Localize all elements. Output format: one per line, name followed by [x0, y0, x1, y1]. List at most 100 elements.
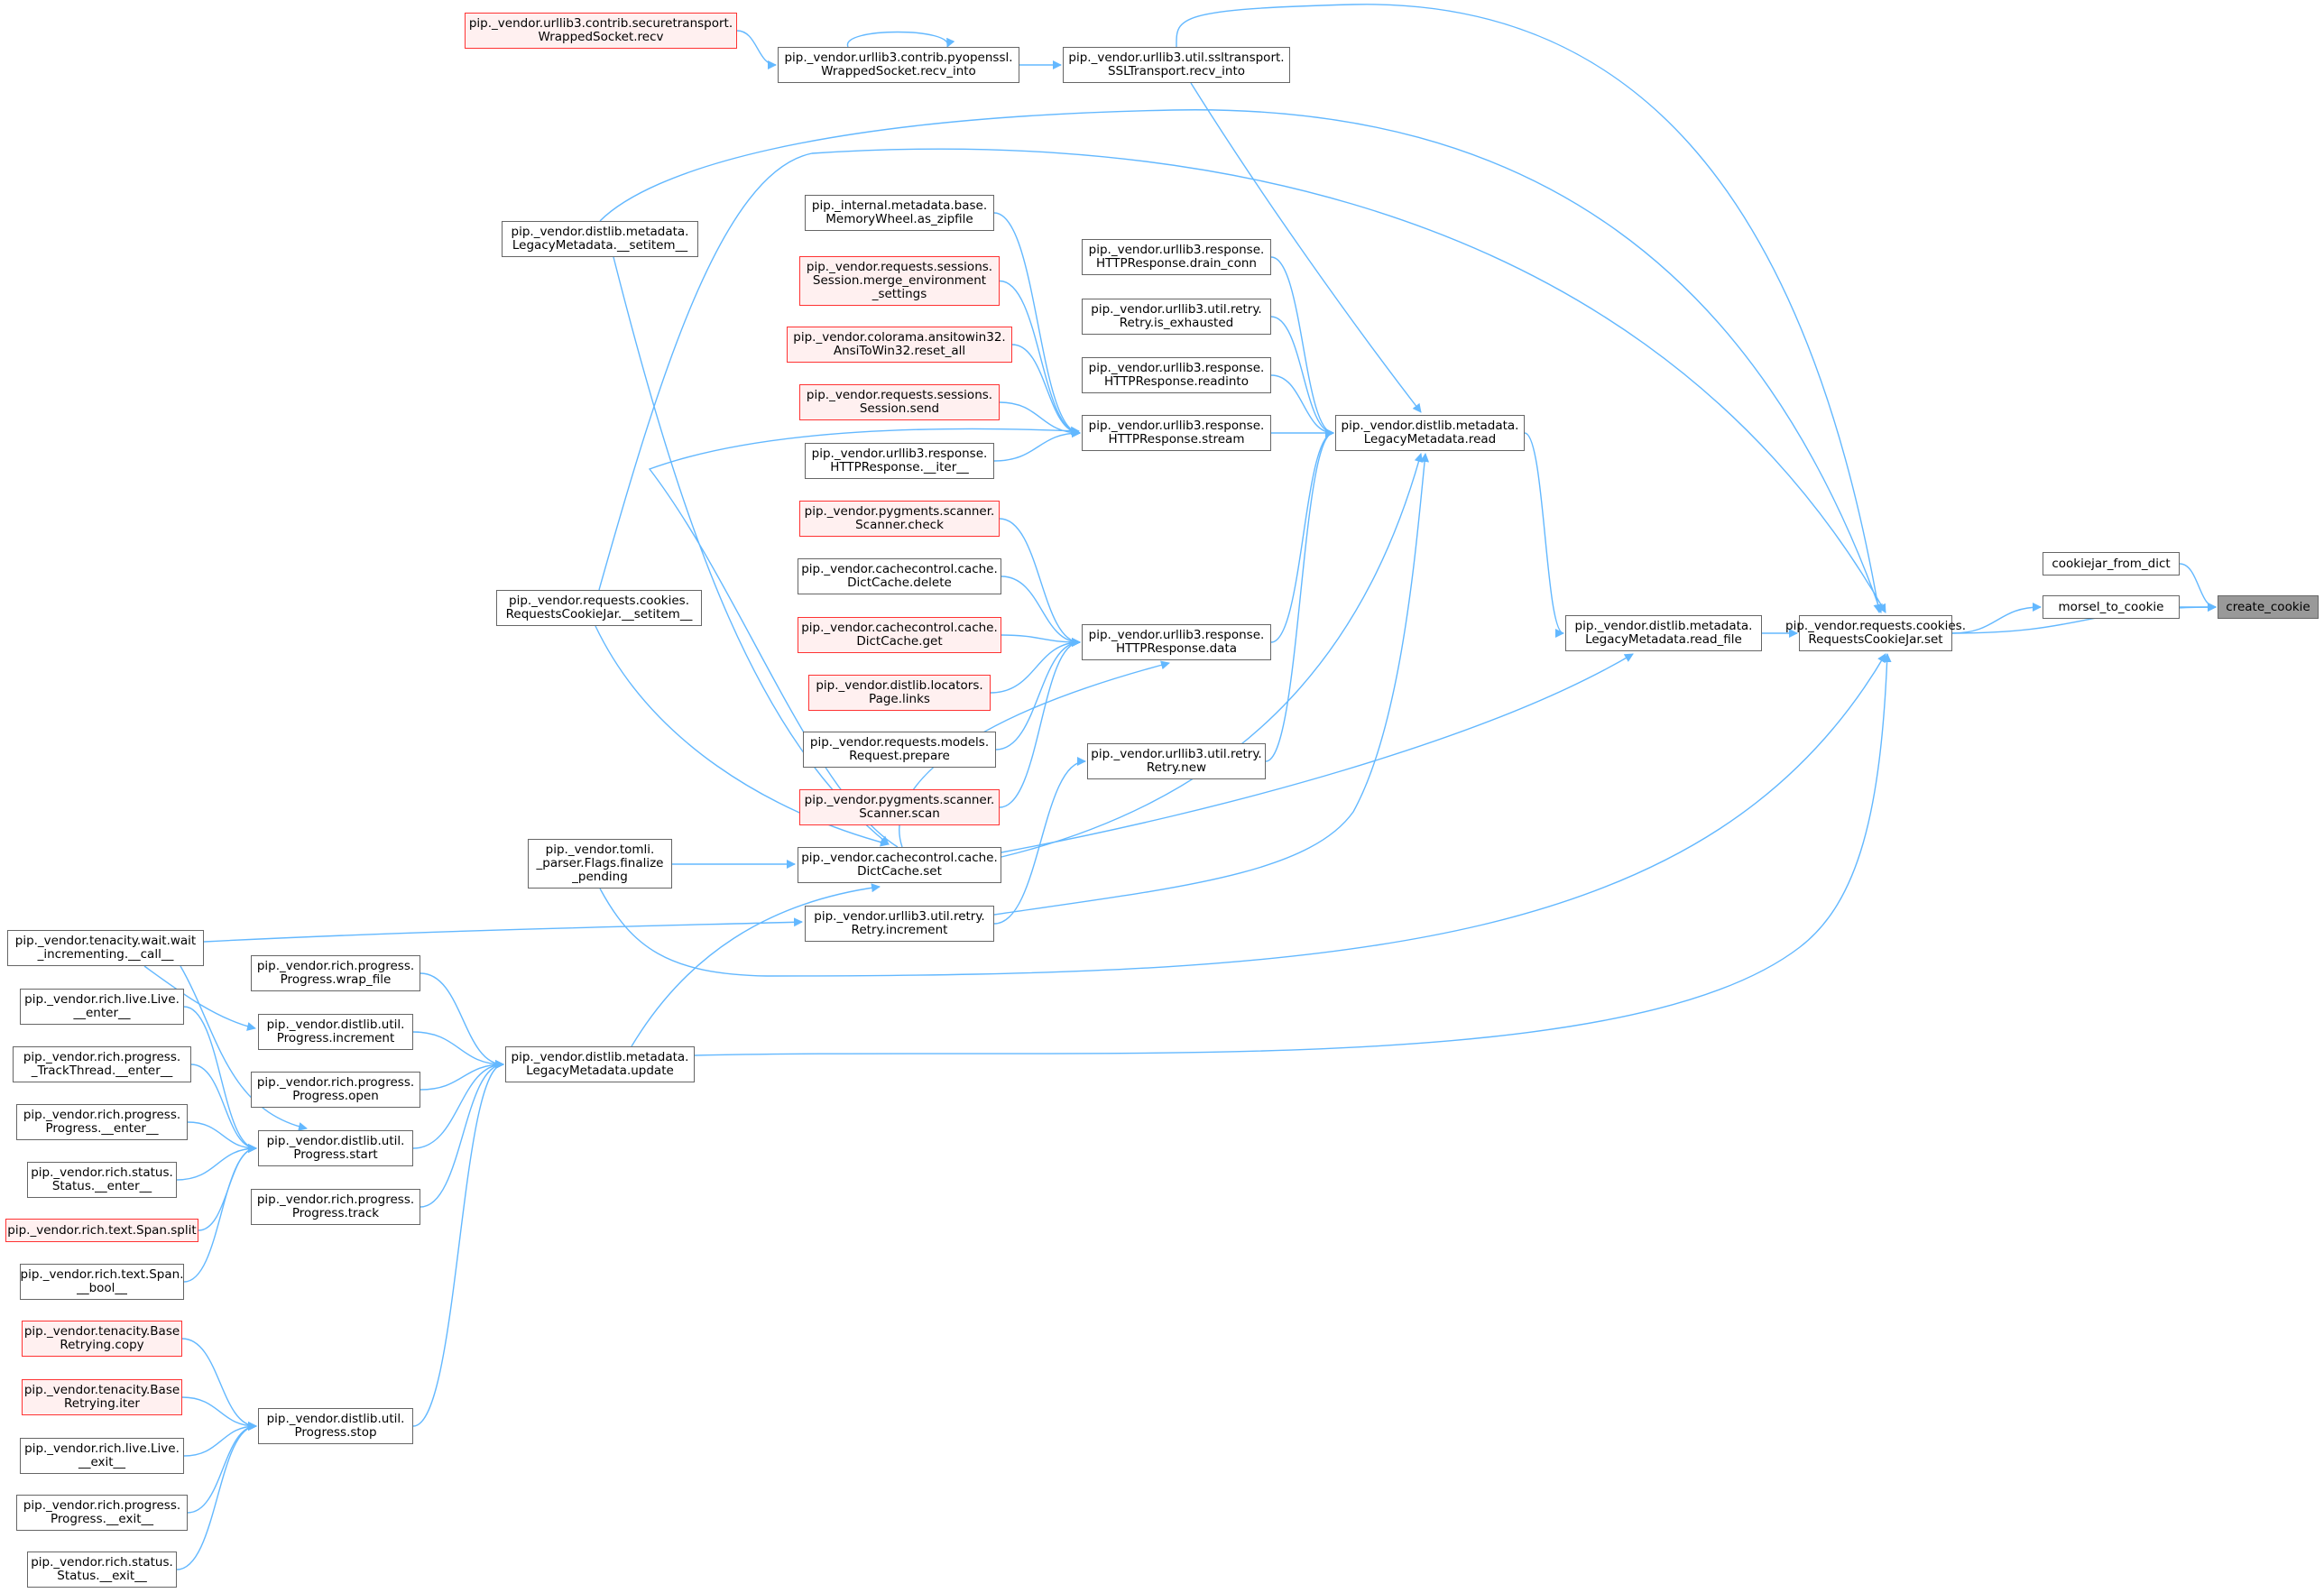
- node-label: pip._vendor.urllib3.response. HTTPRespon…: [1088, 628, 1265, 656]
- node-resp-iter[interactable]: pip._vendor.urllib3.response. HTTPRespon…: [805, 443, 994, 479]
- node-reset-all[interactable]: pip._vendor.colorama.ansitowin32. AnsiTo…: [787, 327, 1012, 363]
- edge-st-recv-to-pyopenssl-recv-into: [736, 30, 777, 69]
- node-readinto[interactable]: pip._vendor.urllib3.response. HTTPRespon…: [1082, 357, 1271, 393]
- node-dc-get[interactable]: pip._vendor.cachecontrol.cache. DictCach…: [798, 617, 1001, 653]
- node-st-recv[interactable]: pip._vendor.urllib3.contrib.securetransp…: [465, 13, 737, 49]
- node-label: pip._vendor.pygments.scanner. Scanner.sc…: [804, 793, 995, 821]
- node-rp-track[interactable]: pip._vendor.rich.progress. Progress.trac…: [251, 1189, 420, 1225]
- node-br-iter[interactable]: pip._vendor.tenacity.Base Retrying.iter: [22, 1379, 182, 1415]
- node-is-exhausted[interactable]: pip._vendor.urllib3.util.retry. Retry.is…: [1082, 299, 1271, 335]
- node-label: pip._vendor.rich.status. Status.__enter_…: [31, 1165, 173, 1193]
- edge-ssl-recv-into-to-lm-read: [1190, 82, 1422, 413]
- node-track-enter[interactable]: pip._vendor.rich.progress. _TrackThread.…: [13, 1046, 191, 1082]
- edge-resp-iter-to-stream: [993, 428, 1081, 462]
- node-cookiejar-from-dict[interactable]: cookiejar_from_dict: [2043, 552, 2180, 576]
- node-lm-read[interactable]: pip._vendor.distlib.metadata. LegacyMeta…: [1335, 415, 1525, 451]
- node-rcj-set[interactable]: pip._vendor.requests.cookies. RequestsCo…: [1785, 615, 1966, 651]
- edge-session-send-to-stream: [999, 401, 1081, 437]
- node-merge-env[interactable]: pip._vendor.requests.sessions. Session.m…: [799, 256, 1000, 306]
- node-label: pip._vendor.tenacity.Base Retrying.copy: [23, 1324, 180, 1352]
- node-status-exit[interactable]: pip._vendor.rich.status. Status.__exit__: [27, 1552, 177, 1588]
- edge-scanner-check-to-resp-data: [999, 518, 1081, 647]
- node-span-bool[interactable]: pip._vendor.rich.text.Span. __bool__: [20, 1264, 184, 1300]
- edge-progress-enter-to-du-start: [187, 1121, 257, 1153]
- node-pyopenssl-recv-into[interactable]: pip._vendor.urllib3.contrib.pyopenssl. W…: [778, 47, 1019, 83]
- node-session-send[interactable]: pip._vendor.requests.sessions. Session.s…: [799, 384, 1000, 420]
- node-dc-delete[interactable]: pip._vendor.cachecontrol.cache. DictCach…: [798, 558, 1001, 594]
- node-progress-exit[interactable]: pip._vendor.rich.progress. Progress.__ex…: [16, 1495, 188, 1531]
- node-lm-setitem[interactable]: pip._vendor.distlib.metadata. LegacyMeta…: [502, 221, 698, 257]
- edge-retry-new-to-lm-read: [1265, 428, 1334, 762]
- edge-dc-set-to-lm-read: [1001, 453, 1424, 858]
- edge-du-stop-to-lm-update: [412, 1060, 504, 1427]
- node-label: pip._vendor.urllib3.response. HTTPRespon…: [1088, 243, 1265, 271]
- node-label: pip._vendor.colorama.ansitowin32. AnsiTo…: [793, 330, 1006, 358]
- node-page-links[interactable]: pip._vendor.distlib.locators. Page.links: [808, 675, 991, 711]
- edge-is-exhausted-to-lm-read: [1270, 316, 1334, 437]
- node-progress-enter[interactable]: pip._vendor.rich.progress. Progress.__en…: [16, 1104, 188, 1140]
- node-retry-new[interactable]: pip._vendor.urllib3.util.retry. Retry.ne…: [1087, 743, 1266, 779]
- edge-wait-call-to-du-start: [180, 965, 308, 1131]
- node-label: pip._vendor.distlib.locators. Page.links: [816, 678, 983, 706]
- node-label: cookiejar_from_dict: [2052, 556, 2171, 571]
- edge-span-bool-to-du-start: [183, 1144, 257, 1283]
- node-retry-increment[interactable]: pip._vendor.urllib3.util.retry. Retry.in…: [805, 906, 994, 942]
- edge-retry-increment-to-retry-new: [993, 757, 1086, 925]
- node-label: pip._vendor.rich.text.Span. __bool__: [20, 1267, 184, 1295]
- node-label: pip._internal.metadata.base. MemoryWheel…: [811, 198, 988, 226]
- node-drain-conn[interactable]: pip._vendor.urllib3.response. HTTPRespon…: [1082, 239, 1271, 275]
- node-stream[interactable]: pip._vendor.urllib3.response. HTTPRespon…: [1082, 415, 1271, 451]
- edge-du-increment-to-lm-update: [412, 1031, 504, 1069]
- node-label: pip._vendor.requests.cookies. RequestsCo…: [1785, 619, 1966, 647]
- node-live-exit[interactable]: pip._vendor.rich.live.Live. __exit__: [20, 1438, 184, 1474]
- node-rcj-setitem[interactable]: pip._vendor.requests.cookies. RequestsCo…: [496, 590, 702, 626]
- edge-flags-finalize-to-rcj-set: [599, 653, 1886, 977]
- node-label: pip._vendor.distlib.metadata. LegacyMeta…: [511, 225, 689, 253]
- node-live-enter[interactable]: pip._vendor.rich.live.Live. __enter__: [20, 989, 184, 1025]
- edge-br-iter-to-du-stop: [181, 1396, 257, 1431]
- node-label: pip._vendor.rich.progress. Progress.__en…: [23, 1108, 181, 1136]
- node-dc-set[interactable]: pip._vendor.cachecontrol.cache. DictCach…: [798, 847, 1001, 883]
- node-label: pip._vendor.requests.models. Request.pre…: [809, 735, 990, 763]
- node-label: pip._vendor.rich.progress. Progress.open: [256, 1075, 415, 1103]
- edge-as-zipfile-to-stream: [993, 212, 1081, 437]
- edge-live-exit-to-du-stop: [183, 1422, 257, 1457]
- node-flags-finalize[interactable]: pip._vendor.tomli. _parser.Flags.finaliz…: [528, 839, 672, 889]
- edge-dc-delete-to-resp-data: [1001, 576, 1081, 647]
- node-lm-update[interactable]: pip._vendor.distlib.metadata. LegacyMeta…: [505, 1046, 695, 1082]
- node-label: pip._vendor.cachecontrol.cache. DictCach…: [801, 851, 998, 879]
- node-rp-open[interactable]: pip._vendor.rich.progress. Progress.open: [251, 1072, 420, 1108]
- node-lm-read-file[interactable]: pip._vendor.distlib.metadata. LegacyMeta…: [1565, 615, 1762, 651]
- edge-cookiejar-from-dict-to-create-cookie: [2179, 563, 2217, 612]
- node-scanner-check[interactable]: pip._vendor.pygments.scanner. Scanner.ch…: [799, 501, 1000, 537]
- node-du-increment[interactable]: pip._vendor.distlib.util. Progress.incre…: [258, 1014, 413, 1050]
- node-as-zipfile[interactable]: pip._internal.metadata.base. MemoryWheel…: [805, 195, 994, 231]
- node-ssl-recv-into[interactable]: pip._vendor.urllib3.util.ssltransport. S…: [1063, 47, 1290, 83]
- node-wrap-file[interactable]: pip._vendor.rich.progress. Progress.wrap…: [251, 955, 420, 991]
- edge-status-exit-to-du-stop: [176, 1422, 257, 1570]
- node-span-split[interactable]: pip._vendor.rich.text.Span.split: [5, 1219, 198, 1242]
- node-label: pip._vendor.urllib3.response. HTTPRespon…: [811, 447, 988, 474]
- edge-rcj-setitem-to-rcj-set: [598, 148, 1886, 613]
- node-du-start[interactable]: pip._vendor.distlib.util. Progress.start: [258, 1130, 413, 1166]
- edge-dc-get-to-resp-data: [1001, 634, 1081, 647]
- node-morsel-to-cookie[interactable]: morsel_to_cookie: [2043, 595, 2180, 619]
- edge-live-enter-to-du-start: [183, 1006, 257, 1153]
- node-wait-call[interactable]: pip._vendor.tenacity.wait.wait _incremen…: [7, 930, 204, 966]
- edge-drain-conn-to-lm-read: [1270, 256, 1334, 437]
- edge-track-enter-to-du-start: [190, 1064, 257, 1153]
- node-label: pip._vendor.distlib.util. Progress.stop: [266, 1412, 405, 1440]
- node-req-prepare[interactable]: pip._vendor.requests.models. Request.pre…: [803, 732, 996, 768]
- node-label: pip._vendor.rich.progress. Progress.wrap…: [256, 959, 415, 987]
- node-resp-data[interactable]: pip._vendor.urllib3.response. HTTPRespon…: [1082, 624, 1271, 660]
- edge-lm-update-to-rcj-set: [694, 653, 1892, 1056]
- node-label: pip._vendor.distlib.util. Progress.incre…: [266, 1017, 405, 1045]
- node-label: pip._vendor.distlib.metadata. LegacyMeta…: [511, 1050, 689, 1078]
- node-status-enter[interactable]: pip._vendor.rich.status. Status.__enter_…: [27, 1162, 177, 1198]
- node-scanner-scan[interactable]: pip._vendor.pygments.scanner. Scanner.sc…: [799, 789, 1000, 825]
- node-br-copy[interactable]: pip._vendor.tenacity.Base Retrying.copy: [22, 1321, 182, 1357]
- node-label: pip._vendor.distlib.util. Progress.start: [266, 1134, 405, 1162]
- edge-retry-increment-to-lm-read: [993, 453, 1430, 916]
- node-label: pip._vendor.requests.cookies. RequestsCo…: [505, 594, 693, 622]
- node-du-stop[interactable]: pip._vendor.distlib.util. Progress.stop: [258, 1408, 413, 1444]
